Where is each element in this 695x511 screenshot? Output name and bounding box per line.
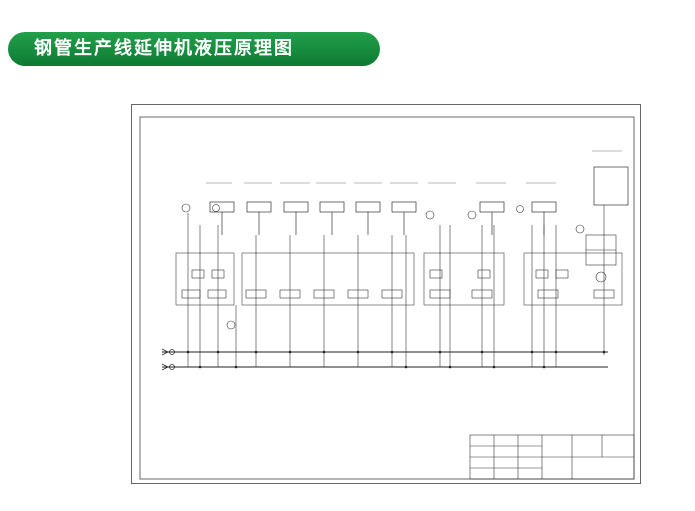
page-title: 钢管生产线延伸机液压原理图 <box>34 38 294 59</box>
inlet-arrows <box>161 348 175 371</box>
supply-lines <box>187 205 605 367</box>
page-title-banner: 钢管生产线延伸机液压原理图 <box>8 32 380 66</box>
header-junction-dots <box>186 350 606 369</box>
hydraulic-schematic-drawing <box>131 104 641 484</box>
valve-block-groups <box>175 252 623 306</box>
schematic-svg <box>139 116 635 480</box>
directional-valves <box>181 269 615 299</box>
cylinder-row <box>209 166 629 235</box>
power-unit <box>585 234 617 283</box>
pressure-headers <box>162 351 608 368</box>
gauge-symbols <box>181 203 585 330</box>
inner-frame <box>139 116 635 480</box>
component-label-marks <box>206 150 622 184</box>
title-block <box>469 434 635 480</box>
